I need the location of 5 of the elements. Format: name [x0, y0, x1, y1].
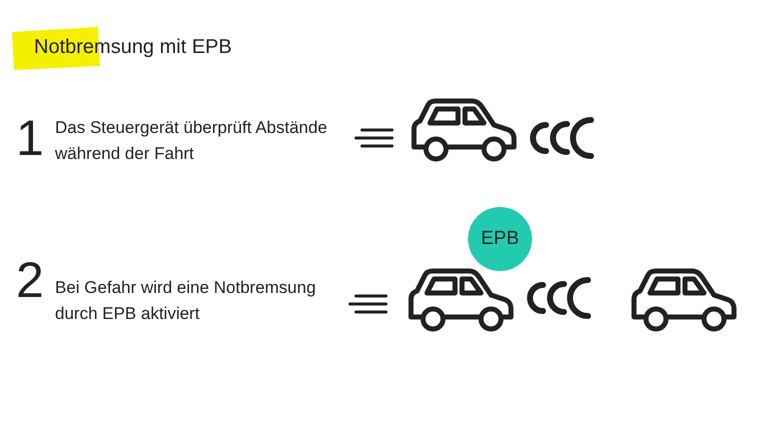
step-description: Das Steuergerät überprüft Abstände während der Fahrt: [55, 117, 328, 165]
step-number: 2: [16, 255, 44, 305]
step-number: 1: [16, 113, 44, 163]
badge-circle: EPB: [468, 207, 532, 271]
step-description: Bei Gefahr wird eine Notbremsung durch EPB aktiviert: [55, 277, 317, 325]
